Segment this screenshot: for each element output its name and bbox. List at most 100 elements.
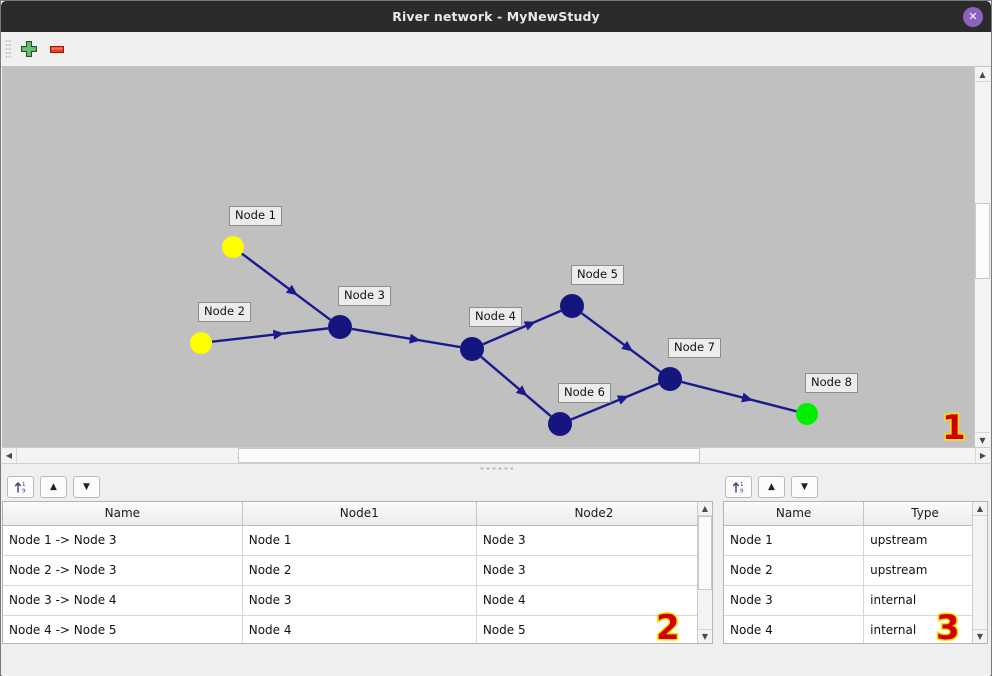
graph-node-label[interactable]: Node 7 [668,338,721,358]
column-header-name[interactable]: Name [724,502,865,526]
graph-node[interactable] [658,367,682,391]
scroll-down-arrow-icon[interactable]: ▼ [698,629,712,643]
move-down-button[interactable]: ▼ [73,475,100,498]
remove-node-button[interactable] [43,36,71,62]
table-cell[interactable]: Node 4 [242,615,477,643]
river-network-graph [190,236,818,436]
graph-node-label[interactable]: Node 4 [469,307,522,327]
graph-node[interactable] [328,315,352,339]
scroll-up-arrow-icon[interactable]: ▲ [975,67,990,82]
table-cell[interactable]: Node 5 [476,615,712,643]
table-cell[interactable]: internal [863,585,987,616]
graph-edge[interactable] [351,327,461,349]
table-cell[interactable]: Node 1 [242,525,477,556]
table-cell[interactable]: internal [863,615,987,643]
graph-node-label[interactable]: Node 5 [571,265,624,285]
graph-node-label[interactable]: Node 1 [229,206,282,226]
table-cell[interactable]: Node 2 [724,555,865,586]
table-cell[interactable]: Node 3 [724,585,865,616]
scroll-up-arrow-icon[interactable]: ▲ [698,502,712,516]
table-cell[interactable]: Node 1 -> Node 3 [3,525,243,556]
table-cell[interactable]: Node 4 [476,585,712,616]
graph-node-label[interactable]: Node 3 [338,286,391,306]
graph-edge[interactable] [241,252,332,321]
graph-edge[interactable] [580,312,662,373]
add-node-button[interactable] [15,36,43,62]
table-cell[interactable]: Node 3 [242,585,477,616]
graph-node-label[interactable]: Node 8 [805,373,858,393]
close-icon[interactable]: ✕ [963,6,983,27]
graph-edge[interactable] [681,380,797,413]
table-cell[interactable]: upstream [863,525,987,556]
scroll-up-arrow-icon[interactable]: ▲ [973,502,987,516]
graph-node[interactable] [222,236,244,258]
table-cell[interactable]: Node 1 [724,525,865,556]
graph-edge-arrow-icon [523,321,536,331]
table-cell[interactable]: upstream [863,555,987,586]
column-header-type[interactable]: Type [863,502,987,526]
reaches-toolbar: 1 9 ▲ ▼ [2,472,713,501]
graph-node[interactable] [796,403,818,425]
table-cell[interactable]: Node 3 -> Node 4 [3,585,243,616]
graph-node[interactable] [548,412,572,436]
graph-horizontal-scroll-thumb[interactable] [238,448,700,463]
table-cell[interactable]: Node 3 [476,525,712,556]
graph-edge-arrow-icon [409,333,421,344]
table-cell[interactable]: Node 4 -> Node 5 [3,615,243,643]
graph-node[interactable] [560,294,584,318]
graph-vertical-scroll-thumb[interactable] [975,203,990,279]
move-up-button[interactable]: ▲ [758,475,785,498]
table-cell[interactable]: Node 2 -> Node 3 [3,555,243,586]
sort-ascending-icon[interactable]: 1 9 [7,475,34,498]
reaches-table-scrollbar[interactable]: ▲ ▼ [697,502,712,643]
graph-node-label[interactable]: Node 6 [558,383,611,403]
scroll-right-arrow-icon[interactable]: ▶ [975,448,990,463]
graph-edge[interactable] [570,382,660,421]
graph-vertical-scrollbar[interactable]: ▲ ▼ [974,67,990,447]
table-cell[interactable]: Node 3 [476,555,712,586]
reaches-scroll-thumb[interactable] [698,516,712,590]
scroll-left-arrow-icon[interactable]: ◀ [2,448,17,463]
svg-text:1: 1 [740,482,744,488]
graph-horizontal-scrollbar[interactable]: ◀ ▶ [2,447,990,463]
graph-node[interactable] [190,332,212,354]
svg-text:1: 1 [22,482,26,488]
scroll-down-arrow-icon[interactable]: ▼ [973,629,987,643]
column-header-node2[interactable]: Node2 [476,502,712,526]
splitter-handle[interactable] [2,463,990,472]
svg-text:9: 9 [740,488,744,494]
window-title: River network - MyNewStudy [392,9,600,24]
column-header-name[interactable]: Name [3,502,243,526]
scroll-down-arrow-icon[interactable]: ▼ [975,432,990,447]
title-bar: River network - MyNewStudy ✕ [1,1,991,32]
toolbar-drag-handle[interactable] [5,39,12,59]
graph-node[interactable] [460,337,484,361]
river-network-canvas[interactable]: Node 1 Node 2 Node 3 Node 4 Node 5 Node 6 Node… [2,67,990,462]
move-down-button[interactable]: ▼ [791,475,818,498]
table-cell[interactable]: Node 2 [242,555,477,586]
nodes-table-scrollbar[interactable]: ▲ ▼ [972,502,987,643]
table-cell[interactable]: Node 4 [724,615,865,643]
graph-edge[interactable] [480,355,552,418]
column-header-node1[interactable]: Node1 [242,502,477,526]
graph-edge-arrow-icon [285,284,298,296]
graph-node-label[interactable]: Node 2 [198,302,251,322]
sort-ascending-icon[interactable]: 1 9 [725,475,752,498]
move-up-button[interactable]: ▲ [40,475,67,498]
graph-edge[interactable] [482,309,562,346]
graph-edge-arrow-icon [616,395,629,405]
graph-edge[interactable] [211,327,329,343]
